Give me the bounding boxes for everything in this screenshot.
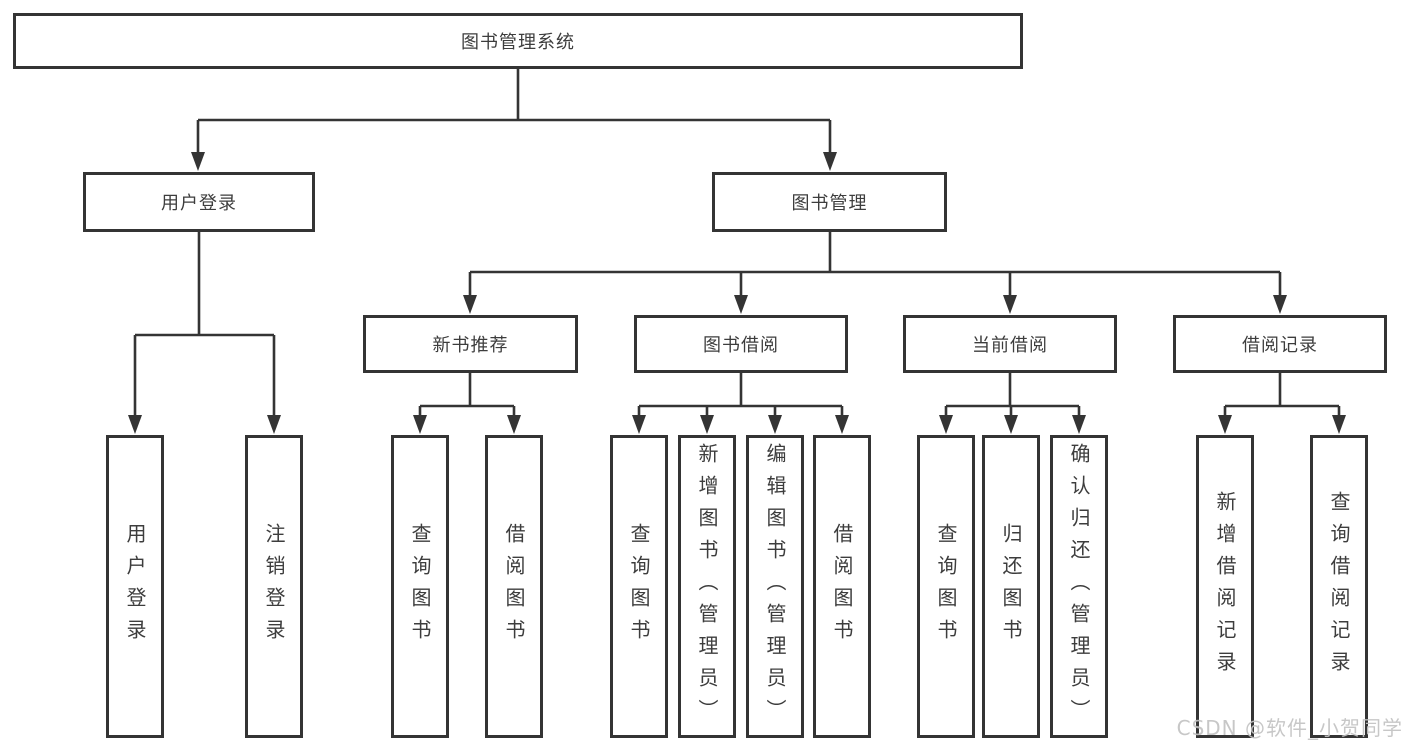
- arrowhead-icon: [939, 415, 953, 434]
- connector-userlogin-to-leaves: [133, 232, 276, 421]
- node-label: 查询借阅记录: [1327, 490, 1351, 683]
- node-label: 归还图书: [999, 522, 1023, 651]
- node-label: 新书推荐: [432, 335, 509, 356]
- arrowhead-icon: [768, 415, 782, 434]
- arrowhead-icon: [835, 415, 849, 434]
- node-current-borrowing: 当前借阅: [903, 315, 1117, 373]
- arrowhead-icon: [507, 415, 521, 434]
- node-label: 查询图书: [627, 522, 651, 651]
- node-leaf-logout: 注销登录: [245, 435, 303, 738]
- node-leaf-confirm-return-admin: 确认归还（管理员）: [1050, 435, 1108, 738]
- connector-newbookrec-to-leaves: [418, 373, 516, 421]
- node-label: 确认归还（管理员）: [1067, 442, 1091, 731]
- arrowhead-icon: [1332, 415, 1346, 434]
- node-label: 新增图书（管理员）: [695, 442, 719, 731]
- node-label: 新增借阅记录: [1213, 490, 1237, 683]
- arrowhead-icon: [1004, 415, 1018, 434]
- node-label: 借阅图书: [502, 522, 526, 651]
- arrowhead-icon: [1072, 415, 1086, 434]
- node-new-book-recommendation: 新书推荐: [363, 315, 578, 373]
- node-label: 注销登录: [262, 522, 286, 651]
- node-label: 查询图书: [408, 522, 432, 651]
- connector-currentborrow-to-leaves: [944, 373, 1081, 421]
- node-leaf-return-book: 归还图书: [982, 435, 1040, 738]
- arrowhead-icon: [1003, 295, 1017, 314]
- arrowhead-icon: [632, 415, 646, 434]
- node-leaf-add-book-admin: 新增图书（管理员）: [678, 435, 736, 738]
- arrowhead-icon: [413, 415, 427, 434]
- node-book-management: 图书管理: [712, 172, 947, 232]
- node-leaf-query-borrow-record: 查询借阅记录: [1310, 435, 1368, 738]
- node-leaf-borrow-book-1: 借阅图书: [485, 435, 543, 738]
- node-label: 当前借阅: [972, 335, 1048, 356]
- csdn-watermark: CSDN @软件_小贺同学: [1176, 716, 1403, 740]
- node-label: 用户登录: [161, 193, 237, 214]
- node-label: 用户登录: [123, 522, 147, 651]
- connector-bookborrow-to-leaves: [637, 373, 844, 421]
- arrowhead-icon: [128, 415, 142, 434]
- connector-bookmgmt-to-level3: [468, 232, 1282, 301]
- node-leaf-add-borrow-record: 新增借阅记录: [1196, 435, 1254, 738]
- arrowhead-icon: [823, 152, 837, 171]
- node-library-system: 图书管理系统: [13, 13, 1023, 69]
- arrowhead-icon: [734, 295, 748, 314]
- arrowhead-icon: [1218, 415, 1232, 434]
- arrowhead-icon: [1273, 295, 1287, 314]
- node-leaf-borrow-book-2: 借阅图书: [813, 435, 871, 738]
- node-borrowing-records: 借阅记录: [1173, 315, 1387, 373]
- node-label: 图书管理: [791, 193, 868, 214]
- node-label: 借阅图书: [830, 522, 854, 651]
- node-label: 查询图书: [934, 522, 958, 651]
- node-label: 借阅记录: [1242, 335, 1318, 356]
- connector-root-to-level2: [196, 69, 832, 158]
- node-label: 图书借阅: [703, 335, 779, 356]
- node-leaf-query-book-3: 查询图书: [917, 435, 975, 738]
- arrowhead-icon: [700, 415, 714, 434]
- node-label: 编辑图书（管理员）: [763, 442, 787, 731]
- arrowhead-icon: [267, 415, 281, 434]
- arrowhead-icon: [191, 152, 205, 171]
- node-leaf-query-book-1: 查询图书: [391, 435, 449, 738]
- node-label: 图书管理系统: [461, 32, 575, 53]
- node-leaf-query-book-2: 查询图书: [610, 435, 668, 738]
- connector-borrowrecords-to-leaves: [1223, 373, 1341, 421]
- node-user-login-branch: 用户登录: [83, 172, 315, 232]
- arrowhead-icon: [463, 295, 477, 314]
- node-leaf-user-login: 用户登录: [106, 435, 164, 738]
- node-book-borrowing: 图书借阅: [634, 315, 848, 373]
- node-leaf-edit-book-admin: 编辑图书（管理员）: [746, 435, 804, 738]
